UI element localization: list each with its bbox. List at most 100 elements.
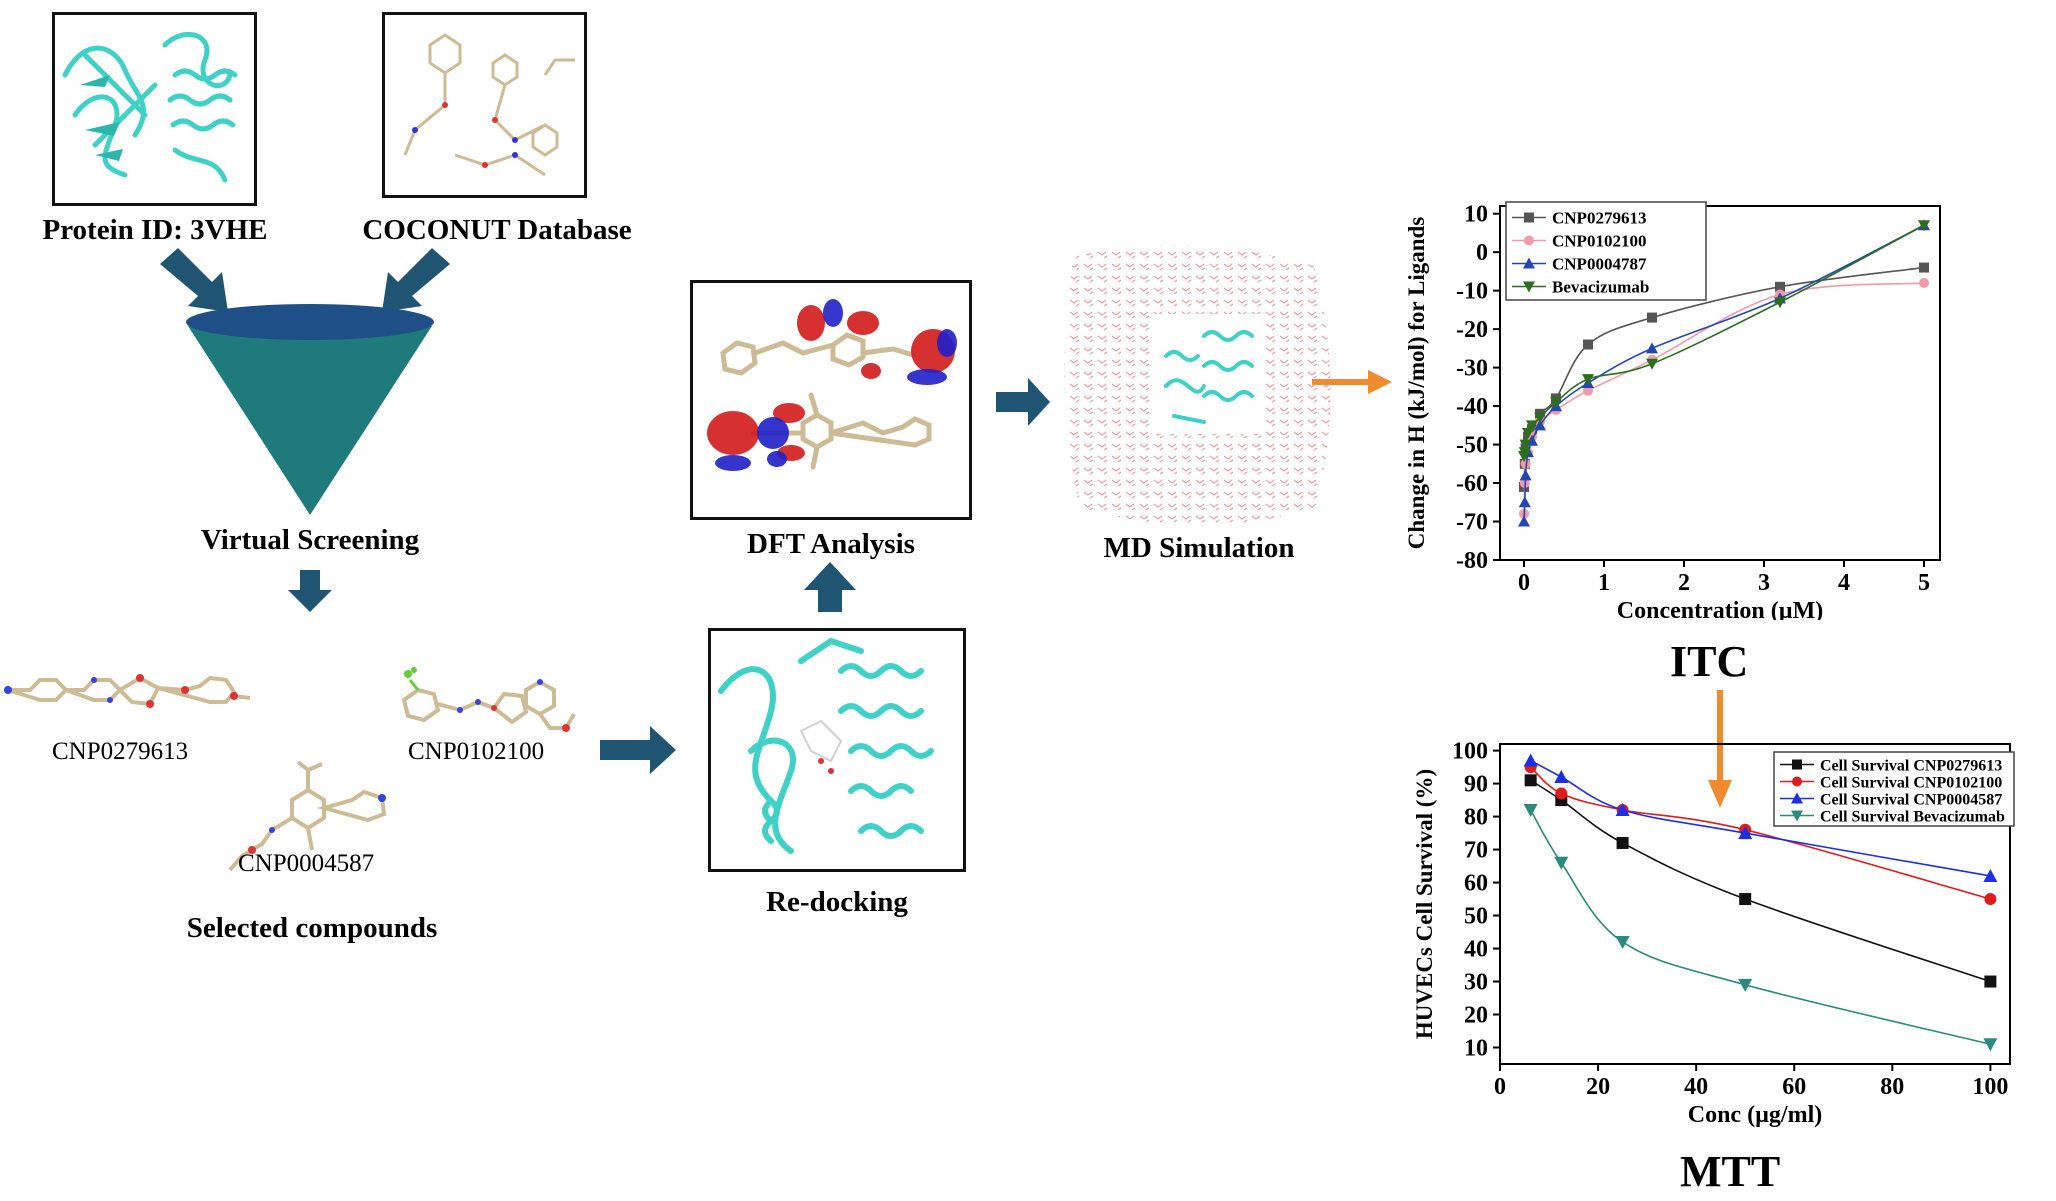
legend: CNP0279613CNP0102100CNP0004787Bevacizuma… bbox=[1505, 201, 1707, 301]
protein-ribbon-image bbox=[62, 31, 238, 183]
legend-label: Bevacizumab bbox=[1552, 278, 1649, 297]
virtual-screening-label: Virtual Screening bbox=[200, 524, 420, 556]
legend-marker bbox=[1523, 281, 1535, 293]
data-point bbox=[1984, 975, 1997, 988]
x-tick-label: 60 bbox=[1782, 1074, 1806, 1100]
dft-orbitals-image bbox=[707, 299, 957, 471]
plot-frame bbox=[1499, 205, 1941, 561]
y-tick-label: 10 bbox=[1464, 1036, 1488, 1062]
data-point bbox=[1554, 856, 1569, 870]
x-tick-label: 40 bbox=[1684, 1074, 1708, 1100]
redocking-label: Re-docking bbox=[766, 886, 908, 918]
arrow-to-redocking bbox=[600, 726, 676, 774]
series-4 bbox=[1523, 803, 1998, 1052]
x-tick-label: 80 bbox=[1880, 1074, 1904, 1100]
y-axis-title: Change in H (kJ/mol) for Ligands bbox=[1404, 217, 1429, 550]
selected-compounds-label: Selected compounds bbox=[186, 912, 438, 944]
data-point bbox=[1583, 385, 1593, 396]
coconut-database-label: COCONUT Database bbox=[362, 214, 632, 246]
itc-label: ITC bbox=[1670, 637, 1749, 686]
data-point bbox=[1518, 496, 1531, 508]
arrow-protein-to-funnel bbox=[160, 248, 228, 312]
protein-structure-panel bbox=[52, 12, 257, 206]
legend-marker bbox=[1524, 212, 1534, 223]
x-axis-title: Conc (µg/ml) bbox=[1688, 1102, 1822, 1128]
data-point bbox=[1738, 978, 1753, 992]
md-simulation-label: MD Simulation bbox=[1103, 532, 1295, 564]
data-point bbox=[1919, 277, 1929, 288]
data-point bbox=[1983, 868, 1998, 882]
legend-label: CNP0279613 bbox=[1552, 209, 1646, 228]
y-tick-label: 40 bbox=[1464, 937, 1488, 963]
mtt-label: MTT bbox=[1680, 1147, 1781, 1196]
arrow-database-to-funnel bbox=[382, 248, 450, 312]
y-axis-title: HUVECs Cell Survival (%) bbox=[1412, 769, 1437, 1039]
data-point bbox=[1646, 358, 1658, 370]
y-tick-label: -30 bbox=[1456, 356, 1488, 382]
data-point bbox=[1738, 826, 1753, 840]
series-line bbox=[1529, 809, 1991, 1045]
x-tick-label: 2 bbox=[1678, 570, 1690, 596]
compound-3-structure bbox=[228, 760, 387, 872]
y-tick-label: -70 bbox=[1456, 510, 1488, 536]
data-point bbox=[1615, 935, 1630, 949]
y-tick-label: 60 bbox=[1464, 871, 1488, 897]
legend-marker bbox=[1524, 235, 1534, 246]
x-tick-label: 100 bbox=[1972, 1074, 2008, 1100]
legend-marker bbox=[1791, 810, 1803, 822]
legend-label: CNP0102100 bbox=[1552, 232, 1646, 251]
data-point bbox=[1919, 262, 1929, 273]
series-2 bbox=[1519, 277, 1929, 519]
compound-1-label: CNP0279613 bbox=[52, 738, 189, 765]
arrow-screening-down bbox=[288, 570, 332, 612]
data-point bbox=[1583, 339, 1593, 350]
virtual-screening-funnel bbox=[186, 304, 434, 515]
series-4 bbox=[1518, 220, 1930, 463]
y-tick-label: -40 bbox=[1456, 394, 1488, 420]
y-tick-label: -20 bbox=[1456, 317, 1488, 343]
y-tick-label: -10 bbox=[1456, 279, 1488, 305]
data-point bbox=[1984, 893, 1997, 906]
x-tick-label: 20 bbox=[1586, 1074, 1610, 1100]
legend-label: CNP0004787 bbox=[1552, 255, 1647, 274]
data-point bbox=[1523, 753, 1538, 767]
legend-label: Cell Survival CNP0102100 bbox=[1820, 775, 2002, 792]
y-tick-label: 0 bbox=[1476, 240, 1488, 266]
y-tick-label: 30 bbox=[1464, 970, 1488, 996]
data-point bbox=[1647, 312, 1657, 323]
y-tick-label: 90 bbox=[1464, 772, 1488, 798]
redocking-panel bbox=[708, 628, 966, 872]
data-point bbox=[1615, 802, 1630, 816]
data-point bbox=[1534, 419, 1546, 431]
ligand-structures-image bbox=[403, 33, 575, 177]
y-tick-label: -50 bbox=[1456, 433, 1488, 459]
y-tick-label: -60 bbox=[1456, 471, 1488, 497]
data-point bbox=[1739, 893, 1752, 906]
data-point bbox=[1774, 297, 1786, 309]
y-tick-label: 80 bbox=[1464, 805, 1488, 831]
data-point bbox=[1523, 803, 1538, 817]
x-tick-label: 0 bbox=[1518, 570, 1530, 596]
md-water-box bbox=[1064, 245, 1331, 526]
plot-frame bbox=[1499, 743, 2011, 1065]
legend-label: Cell Survival Bevacizumab bbox=[1820, 809, 2005, 826]
y-tick-label: -80 bbox=[1456, 548, 1488, 574]
series-1 bbox=[1524, 774, 1997, 988]
data-point bbox=[1918, 220, 1930, 232]
data-point bbox=[1775, 281, 1785, 292]
arrow-dft-to-md bbox=[996, 378, 1050, 426]
data-point bbox=[1522, 428, 1534, 440]
y-tick-label: 100 bbox=[1452, 739, 1488, 765]
protein-id-label: Protein ID: 3VHE bbox=[42, 214, 268, 246]
y-tick-label: 70 bbox=[1464, 838, 1488, 864]
redocking-complex-image bbox=[718, 637, 934, 854]
legend-marker bbox=[1792, 759, 1802, 770]
compound-2-structure bbox=[401, 667, 576, 732]
coconut-database-panel bbox=[382, 12, 587, 198]
dft-analysis-label: DFT Analysis bbox=[747, 528, 915, 560]
data-point bbox=[1582, 374, 1594, 386]
series-line bbox=[1523, 282, 1925, 514]
